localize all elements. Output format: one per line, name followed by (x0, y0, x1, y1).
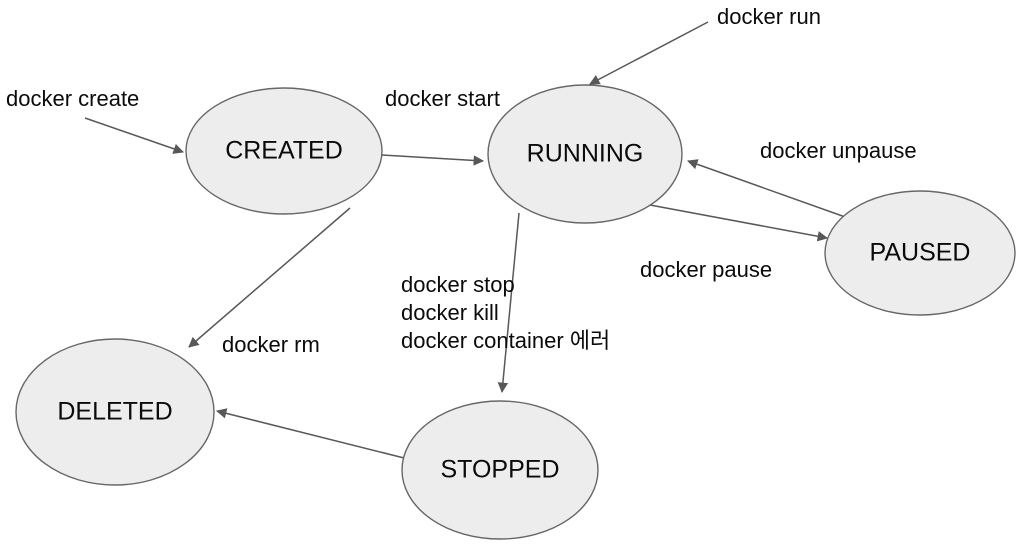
node-label-running: RUNNING (527, 140, 644, 168)
state-node-deleted[interactable]: DELETED (15, 338, 215, 486)
state-node-stopped[interactable]: STOPPED (401, 400, 599, 540)
node-label-deleted: DELETED (57, 398, 172, 426)
node-label-created: CREATED (225, 137, 343, 165)
node-ellipse-paused (824, 190, 1016, 316)
edge-label-run: docker run (717, 4, 821, 29)
edge-rm (188, 207, 351, 348)
edge-label-stop-line-2: docker kill (401, 300, 499, 325)
edge-label-rm: docker rm (222, 332, 320, 357)
edge-labels-layer: docker create docker start docker run docke… (6, 4, 917, 357)
node-ellipse-created (185, 87, 383, 215)
edge-label-start: docker start (385, 86, 500, 111)
node-ellipse-deleted (15, 338, 215, 486)
edge-label-unpause: docker unpause (760, 138, 917, 163)
edge-create (84, 117, 184, 154)
edge-label-stop-line-3: docker container 에러 (401, 328, 610, 353)
nodes-layer: CREATED RUNNING PAUSED DELETED STOPPED (15, 84, 1016, 540)
state-node-paused[interactable]: PAUSED (824, 190, 1016, 316)
node-ellipse-stopped (401, 400, 599, 540)
edge-unpause (687, 159, 849, 219)
node-label-stopped: STOPPED (440, 456, 559, 484)
edge-start (381, 154, 485, 166)
edges-layer (84, 21, 849, 461)
edge-pause (649, 204, 829, 242)
edge-label-stop-line-1: docker stop (401, 272, 515, 297)
node-ellipse-running (487, 84, 683, 224)
edge-label-pause: docker pause (640, 257, 772, 282)
state-node-running[interactable]: RUNNING (487, 84, 683, 224)
edge-label-create: docker create (6, 86, 139, 111)
node-label-paused: PAUSED (870, 239, 971, 267)
state-node-created[interactable]: CREATED (185, 87, 383, 215)
edge-run (589, 21, 709, 85)
edge-remove-stopped (215, 408, 413, 461)
edge-stop (497, 212, 520, 394)
